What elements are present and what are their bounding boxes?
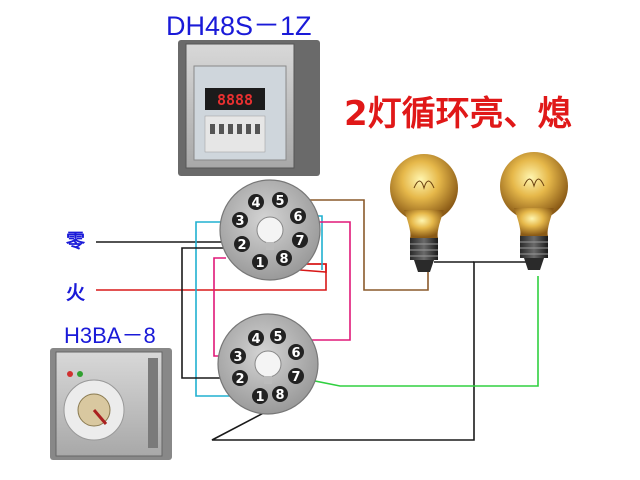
diagram-description: 2灯循环亮、熄	[344, 94, 572, 134]
socket-top-pin-2: 2	[234, 236, 250, 253]
svg-text:7: 7	[291, 370, 300, 385]
bottom-timer-model-label: H3BA－8	[64, 323, 156, 348]
socket-top-pin-8: 8	[276, 250, 292, 267]
svg-text:4: 4	[251, 332, 260, 347]
svg-text:6: 6	[291, 346, 300, 361]
wire-lamp-1	[290, 199, 429, 291]
svg-text:7: 7	[295, 234, 304, 249]
socket-top-pin-6: 6	[290, 208, 306, 225]
svg-text:2: 2	[235, 372, 244, 387]
wire-live	[96, 263, 327, 291]
socket-bottom-pin-3: 3	[230, 348, 246, 365]
svg-text:3: 3	[233, 350, 242, 365]
wire-lamp-2	[299, 276, 539, 387]
timer-display-digits: 8888	[217, 91, 253, 109]
socket-top: 1 2 3 4 5 6 7 8	[219, 179, 321, 281]
socket-bottom-pin-4: 4	[248, 330, 264, 347]
socket-top-pin-3: 3	[232, 212, 248, 229]
svg-text:1: 1	[255, 390, 264, 405]
socket-top-pin-4: 4	[248, 194, 264, 211]
svg-text:5: 5	[273, 330, 282, 345]
svg-text:4: 4	[251, 196, 260, 211]
svg-text:5: 5	[275, 194, 284, 209]
lamp-2	[500, 152, 568, 270]
live-label: 火	[66, 282, 86, 304]
svg-text:3: 3	[235, 214, 244, 229]
socket-bottom-pin-8: 8	[272, 386, 288, 403]
svg-text:8: 8	[279, 252, 288, 267]
svg-text:8: 8	[275, 388, 284, 403]
dh48s-timer-device: 8888	[178, 40, 320, 176]
top-timer-model-label: DH48S－1Z	[166, 11, 312, 41]
lamp-1	[390, 154, 458, 272]
socket-bottom-pin-2: 2	[232, 370, 248, 387]
socket-bottom-pin-1: 1	[252, 388, 268, 405]
svg-text:6: 6	[293, 210, 302, 225]
h3ba-timer-device	[50, 348, 172, 460]
svg-text:2: 2	[237, 238, 246, 253]
socket-top-pin-7: 7	[292, 232, 308, 249]
socket-bottom-pin-5: 5	[270, 328, 286, 345]
neutral-label: 零	[66, 230, 86, 252]
socket-bottom-pin-6: 6	[288, 344, 304, 361]
socket-top-pin-1: 1	[252, 254, 268, 271]
socket-bottom: 1 2 3 4 5 6 7 8	[217, 313, 319, 415]
socket-bottom-pin-7: 7	[288, 368, 304, 385]
svg-text:1: 1	[255, 256, 264, 271]
socket-top-pin-5: 5	[272, 192, 288, 209]
wire-common	[181, 247, 534, 441]
